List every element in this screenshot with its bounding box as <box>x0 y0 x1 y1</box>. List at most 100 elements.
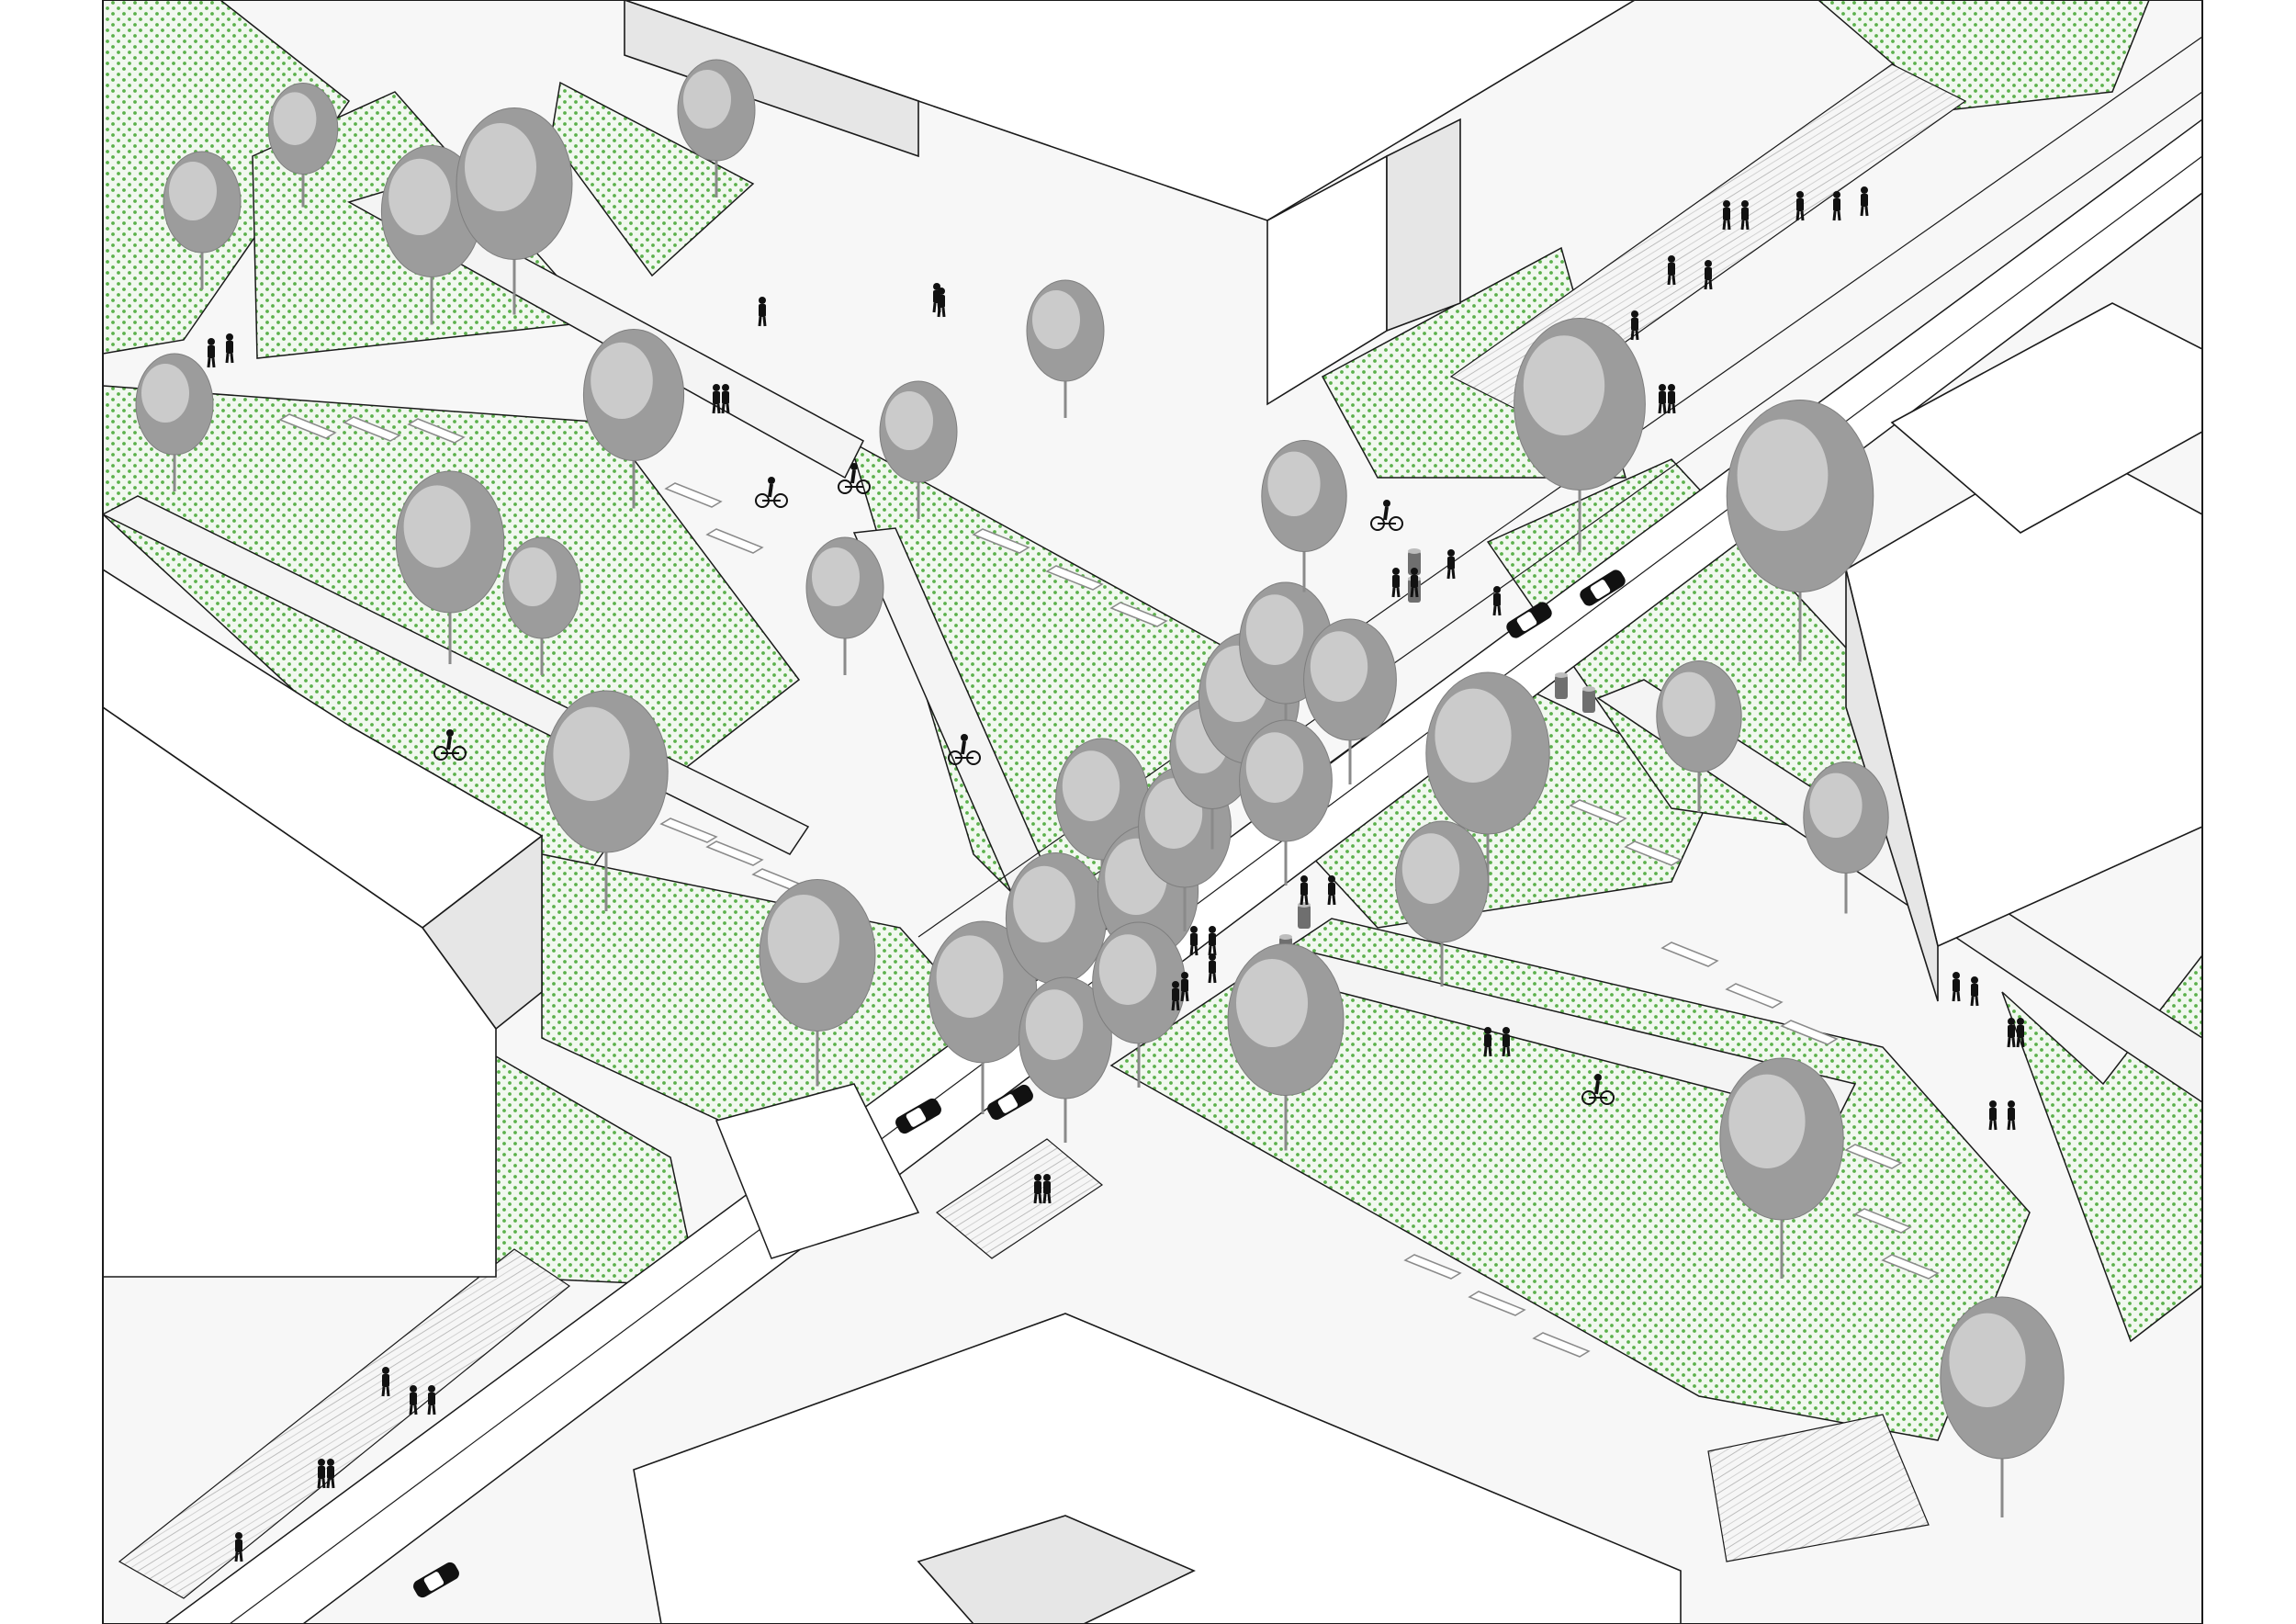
building-north-wing <box>1386 118 1461 333</box>
tree-icon <box>1514 318 1646 553</box>
tree-icon <box>879 380 958 519</box>
pedestrian-icon <box>1667 255 1676 286</box>
building-south-top <box>633 1313 1682 1624</box>
pedestrian-icon <box>1492 586 1502 616</box>
tree-icon <box>1261 440 1347 592</box>
buildings <box>103 0 2202 1624</box>
pedestrian-icon <box>1860 186 1869 217</box>
pedestrian-icon <box>2016 1018 2025 1048</box>
tree-icon <box>395 470 505 664</box>
pedestrian-icon <box>1832 191 1841 221</box>
road-surface-cross <box>715 1083 920 1259</box>
tree-icon <box>502 536 581 675</box>
bollard-icon <box>1298 902 1311 929</box>
pedestrian-icon <box>1327 875 1336 906</box>
bench-icon <box>1780 1020 1839 1045</box>
pedestrian-icon <box>1658 384 1667 414</box>
lawn-north-center <box>550 81 755 277</box>
tree-icon <box>1425 671 1550 893</box>
building-north <box>624 0 1637 406</box>
pedestrian-icon <box>1952 972 1961 1002</box>
building-west <box>103 569 544 1278</box>
pedestrian-icon <box>1704 260 1713 290</box>
tree-icon <box>1092 921 1186 1088</box>
bollard-icon <box>1408 548 1421 575</box>
cyclist-icon <box>1370 500 1403 531</box>
pedestrian-icon <box>381 1367 390 1397</box>
bench-icon <box>1532 1332 1591 1358</box>
pedestrian-icon <box>225 333 234 364</box>
bench-icon <box>1844 1144 1903 1169</box>
pedestrian-icon <box>1722 200 1731 231</box>
tree-icon <box>759 879 876 1087</box>
bench-icon <box>1109 602 1168 627</box>
pedestrian-icon <box>1033 1174 1042 1204</box>
path-east-road-side <box>1596 679 2202 1103</box>
pedestrian-icon <box>1795 191 1805 221</box>
pedestrian-icon <box>317 1459 326 1489</box>
tree-icon <box>1656 660 1742 813</box>
drawing-frame <box>102 0 2203 1624</box>
car-icon <box>1506 602 1552 638</box>
tree-icon <box>456 107 573 315</box>
tree-group <box>135 59 2065 1517</box>
pedestrian-icon <box>937 288 946 318</box>
building-south-court <box>917 1515 1196 1624</box>
pedestrian-icon <box>2007 1100 2016 1131</box>
bench-icon <box>1725 983 1784 1009</box>
tree-icon <box>163 151 242 289</box>
tree-icon <box>1005 852 1108 1032</box>
tree-icon <box>1055 738 1149 904</box>
bollard-icon <box>1582 686 1595 713</box>
tree-icon <box>1940 1296 2065 1517</box>
car-icon <box>895 1098 941 1134</box>
pedestrian-icon <box>326 1459 335 1489</box>
bench-icon <box>343 416 401 442</box>
bench-icon <box>972 528 1030 554</box>
tree-icon <box>135 353 214 491</box>
building-east-upper <box>1890 302 2202 534</box>
pedestrian-icon <box>1446 549 1456 580</box>
tree-icon <box>582 329 685 509</box>
pedestrian-icon <box>1189 926 1199 956</box>
pedestrian-icon <box>721 384 730 414</box>
pedestrian-icon <box>1483 1027 1492 1057</box>
pedestrian-icon <box>1171 981 1180 1011</box>
car-icon <box>987 1084 1033 1121</box>
tree-icon <box>1019 976 1112 1143</box>
pedestrian-icon <box>1391 568 1401 598</box>
sidewalk-south-west <box>118 1248 571 1599</box>
bench-icon <box>407 418 466 444</box>
bench-icon <box>1624 840 1683 866</box>
sidewalk-east-edge <box>1707 1414 1930 1562</box>
pedestrian-icon <box>712 384 721 414</box>
tree-icon <box>1227 943 1345 1151</box>
cyclist-icon <box>1581 1074 1615 1105</box>
tree-icon <box>928 920 1038 1114</box>
road-median-line <box>229 155 2202 1624</box>
cyclist-icon <box>948 734 981 765</box>
car-group <box>413 570 1626 1598</box>
tree-icon <box>1719 1057 1844 1279</box>
pedestrian-icon <box>427 1385 436 1415</box>
building-south <box>633 1313 1682 1624</box>
tree-icon <box>1303 618 1397 784</box>
tree-icon <box>1726 400 1874 662</box>
bench-icon <box>1045 565 1104 591</box>
building-west-front <box>103 706 497 1278</box>
bench-icon <box>705 840 764 866</box>
bench-icon <box>278 413 337 439</box>
bench-icon <box>1468 1291 1526 1316</box>
pedestrian-icon <box>1988 1100 1998 1131</box>
pedestrian-icon <box>1630 310 1639 341</box>
bench-group <box>278 413 1940 1358</box>
sidewalk-crossing <box>935 1138 1104 1259</box>
tree-icon <box>805 536 884 675</box>
tree-icon <box>1395 820 1489 987</box>
building-east-side <box>1845 569 1939 1002</box>
tree-icon <box>677 59 756 197</box>
tree-icon <box>1803 761 1889 914</box>
pedestrian-icon <box>1667 384 1676 414</box>
pedestrian-icon <box>1970 976 1979 1007</box>
